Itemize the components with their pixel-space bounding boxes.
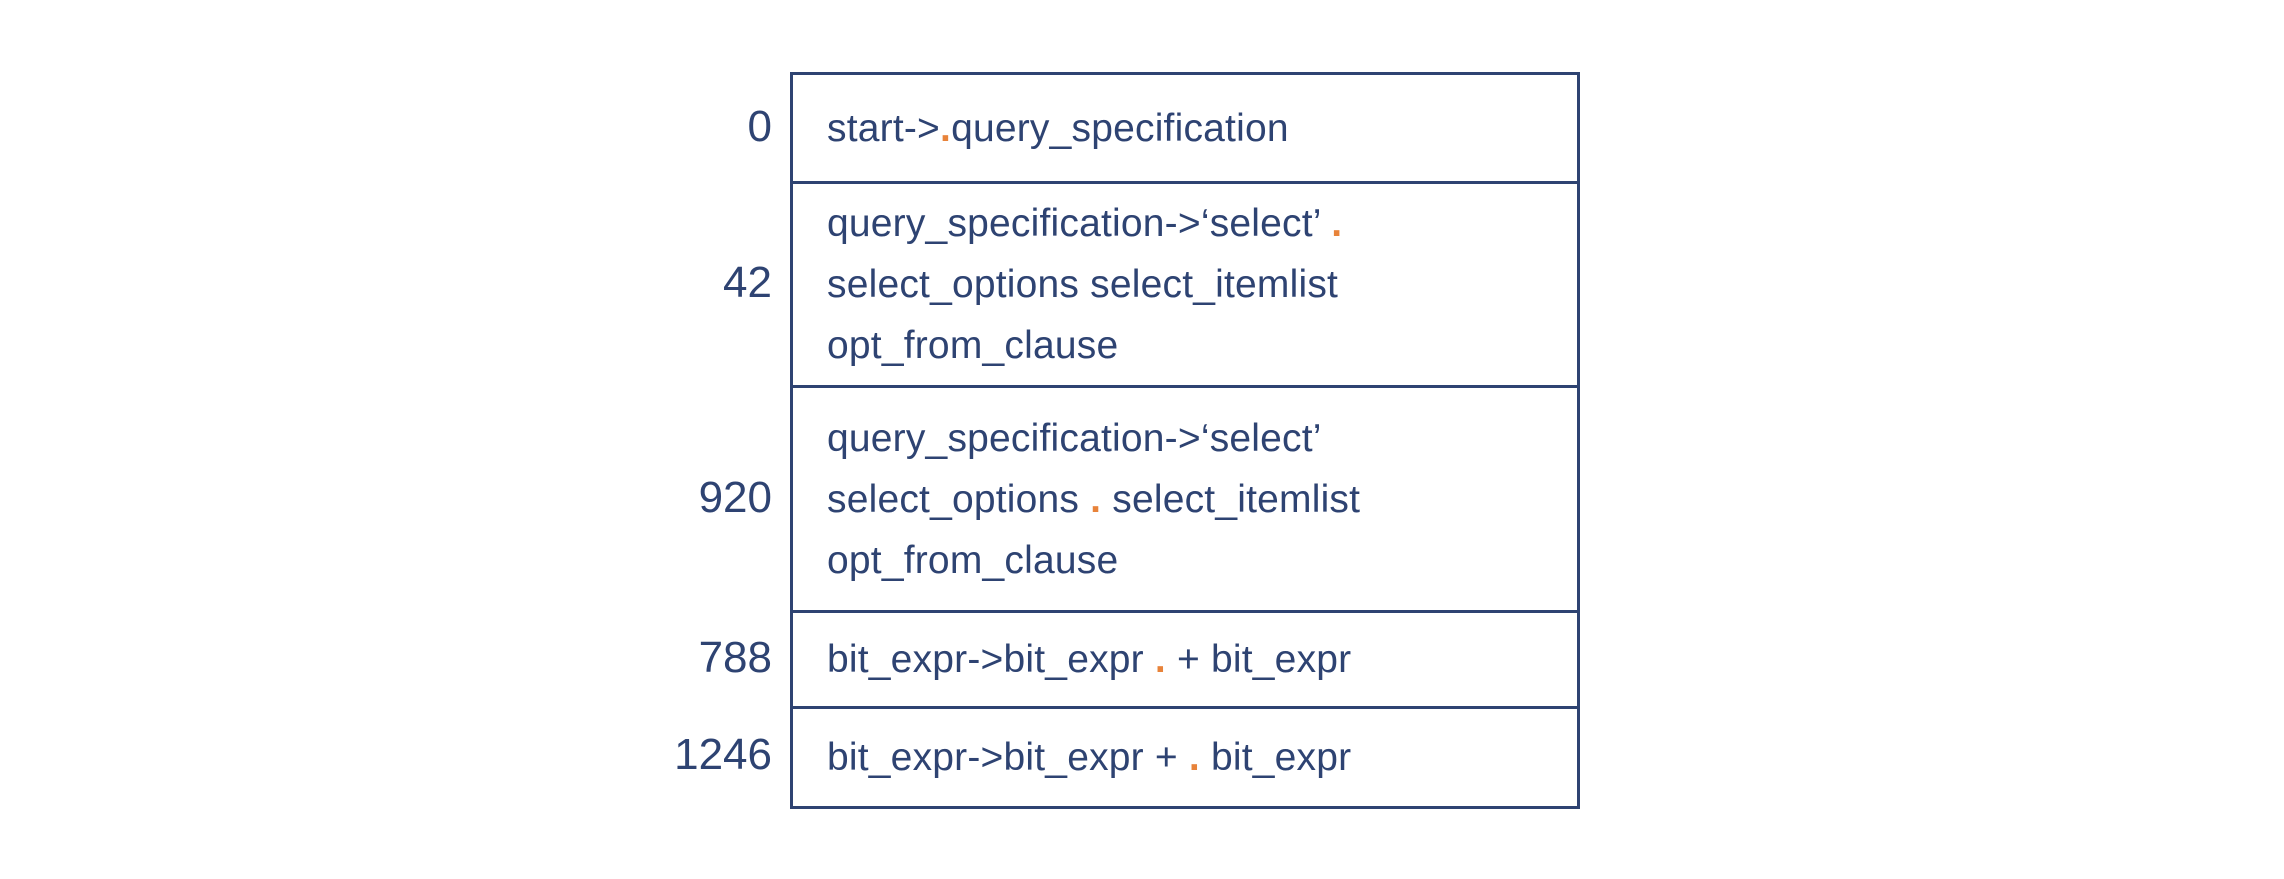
- production-text-segment: + bit_expr: [1165, 638, 1352, 681]
- dot-marker-icon: .: [1090, 477, 1102, 521]
- table-row: query_specification->‘select’ . select_op…: [793, 184, 1577, 388]
- production-text-segment: select_itemlist: [1101, 477, 1361, 521]
- production-text-segment: bit_expr->bit_expr +: [827, 736, 1189, 779]
- production-line: select_options . select_itemlist: [827, 469, 1360, 530]
- production-text-segment: bit_expr: [1199, 736, 1352, 779]
- production-text-segment: select_options: [827, 477, 1091, 521]
- production-text-segment: select_options select_itemlist: [827, 263, 1339, 306]
- production-line: start->.query_specification: [827, 98, 1289, 159]
- production-item-text: start->.query_specification: [793, 98, 1289, 159]
- production-text-segment: start->: [827, 106, 941, 150]
- production-text-segment: query_specification->‘select’: [827, 202, 1332, 245]
- production-line: opt_from_clause: [827, 530, 1360, 591]
- production-text-segment: opt_from_clause: [827, 538, 1119, 582]
- dot-marker-icon: .: [1331, 202, 1343, 245]
- production-text-segment: query_specification: [951, 106, 1289, 150]
- production-text-segment: bit_expr->bit_expr: [827, 638, 1155, 681]
- dot-marker-icon: .: [1154, 638, 1166, 681]
- production-line: bit_expr->bit_expr . + bit_expr: [827, 629, 1351, 690]
- production-text-segment: query_specification->‘select’: [827, 416, 1322, 460]
- dot-marker-icon: .: [1188, 736, 1200, 779]
- state-index-label: 788: [698, 633, 772, 682]
- dot-marker-icon: .: [940, 106, 952, 150]
- state-index-label: 42: [723, 258, 772, 307]
- production-line: opt_from_clause: [827, 315, 1342, 376]
- state-index-column: 0 42 920 788 1246: [540, 72, 772, 806]
- production-text-segment: opt_from_clause: [827, 324, 1119, 367]
- production-line: query_specification->‘select’ .: [827, 193, 1342, 254]
- production-item-text: query_specification->‘select’ . select_op…: [793, 193, 1342, 376]
- state-index-label: 920: [698, 472, 772, 522]
- table-row: start->.query_specification: [793, 75, 1577, 184]
- table-row: bit_expr->bit_expr + . bit_expr: [793, 709, 1577, 806]
- production-item-text: bit_expr->bit_expr + . bit_expr: [793, 727, 1351, 788]
- state-index-label: 1246: [674, 729, 772, 779]
- production-item-text: query_specification->‘select’ select_opti…: [793, 408, 1360, 591]
- production-item-text: bit_expr->bit_expr . + bit_expr: [793, 629, 1351, 690]
- state-index-label: 0: [747, 101, 772, 151]
- production-line: bit_expr->bit_expr + . bit_expr: [827, 727, 1351, 788]
- table-row: query_specification->‘select’ select_opti…: [793, 388, 1577, 613]
- table-row: bit_expr->bit_expr . + bit_expr: [793, 613, 1577, 709]
- production-line: select_options select_itemlist: [827, 254, 1342, 315]
- production-line: query_specification->‘select’: [827, 408, 1360, 469]
